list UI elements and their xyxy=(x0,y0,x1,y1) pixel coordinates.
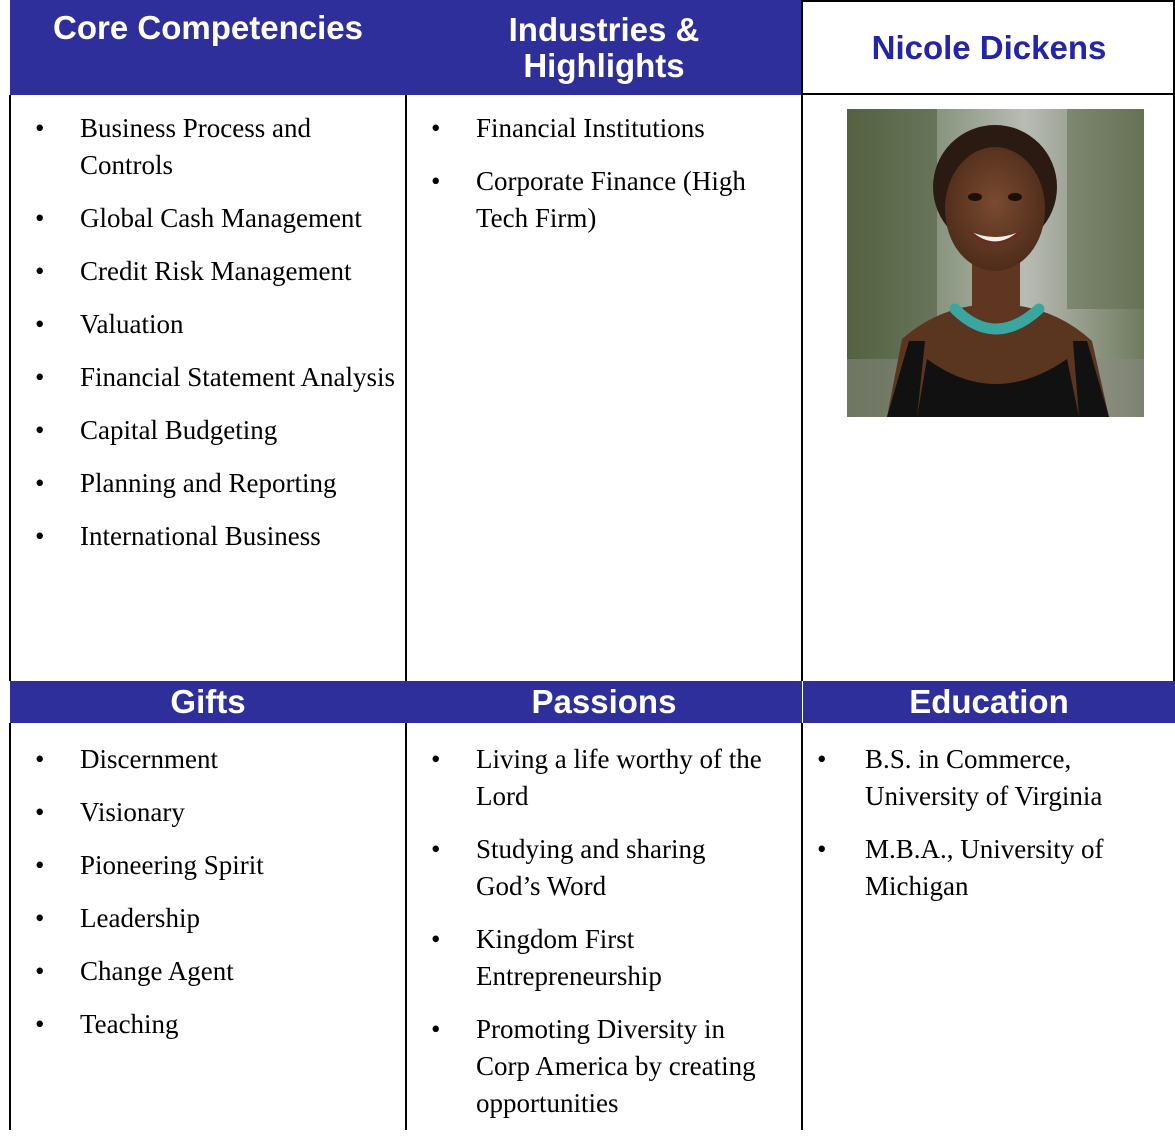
list-item: •Teaching xyxy=(10,1006,405,1043)
bullet-icon: • xyxy=(35,468,45,498)
list-item: •International Business xyxy=(10,518,405,555)
list-item: •Promoting Diversity in Corp America by … xyxy=(406,1011,801,1122)
bullet-icon: • xyxy=(431,113,441,143)
profile-photo xyxy=(847,109,1144,417)
education-list: •B.S. in Commerce, University of Virgini… xyxy=(803,741,1175,905)
list-item: •Valuation xyxy=(10,306,405,343)
passions-cell: •Living a life worthy of the Lord •Study… xyxy=(406,741,801,1138)
bullet-icon: • xyxy=(35,521,45,551)
header-education: Education xyxy=(803,681,1175,723)
header-industries-line2: Highlights xyxy=(523,46,685,84)
bullet-icon: • xyxy=(35,256,45,286)
list-item: •Planning and Reporting xyxy=(10,465,405,502)
list-item: •Visionary xyxy=(10,794,405,831)
portrait-image xyxy=(847,109,1144,417)
header-passions-label: Passions xyxy=(531,683,677,720)
divider-left-top xyxy=(9,95,11,681)
list-item: •Living a life worthy of the Lord xyxy=(406,741,801,815)
bullet-icon: • xyxy=(431,744,441,774)
industries-cell: •Financial Institutions •Corporate Finan… xyxy=(406,110,801,253)
header-divider xyxy=(803,93,1175,95)
education-cell: •B.S. in Commerce, University of Virgini… xyxy=(803,741,1175,921)
bullet-icon: • xyxy=(35,113,45,143)
list-item: •Pioneering Spirit xyxy=(10,847,405,884)
bullet-icon: • xyxy=(35,309,45,339)
header-gifts-label: Gifts xyxy=(170,683,246,720)
bullet-icon: • xyxy=(35,903,45,933)
bullet-icon: • xyxy=(35,1009,45,1039)
list-item: •Kingdom First Entrepreneurship xyxy=(406,921,801,995)
list-item: •Studying and sharing God’s Word xyxy=(406,831,801,905)
passions-list: •Living a life worthy of the Lord •Study… xyxy=(406,741,801,1122)
list-item: •Leadership xyxy=(10,900,405,937)
bullet-icon: • xyxy=(431,1014,441,1044)
list-item: •Credit Risk Management xyxy=(10,253,405,290)
core-competencies-cell: •Business Process and Controls •Global C… xyxy=(10,110,405,571)
list-item: •Financial Statement Analysis xyxy=(10,359,405,396)
divider-left-bottom xyxy=(9,723,11,1130)
bullet-icon: • xyxy=(35,797,45,827)
gifts-cell: •Discernment •Visionary •Pioneering Spir… xyxy=(10,741,405,1059)
divider-mid2-bottom xyxy=(801,723,803,1130)
header-passions: Passions xyxy=(406,681,802,723)
gifts-list: •Discernment •Visionary •Pioneering Spir… xyxy=(10,741,405,1043)
list-item: •B.S. in Commerce, University of Virgini… xyxy=(803,741,1175,815)
list-item: •Financial Institutions xyxy=(406,110,801,147)
header-core-competencies: Core Competencies xyxy=(10,0,406,55)
header-core-fill xyxy=(10,55,406,95)
list-item: •Change Agent xyxy=(10,953,405,990)
header-core-label: Core Competencies xyxy=(53,8,363,46)
bullet-icon: • xyxy=(35,744,45,774)
divider-mid1-bottom xyxy=(405,723,407,1130)
bullet-icon: • xyxy=(35,415,45,445)
list-item: •Capital Budgeting xyxy=(10,412,405,449)
list-item: •Discernment xyxy=(10,741,405,778)
top-border xyxy=(803,0,1175,2)
bullet-icon: • xyxy=(431,166,441,196)
bullet-icon: • xyxy=(431,924,441,954)
divider-mid1-top xyxy=(405,95,407,681)
header-industries: Industries & Highlights xyxy=(406,0,802,95)
divider-right-top xyxy=(1173,0,1175,681)
list-item: •Global Cash Management xyxy=(10,200,405,237)
divider-mid2-top xyxy=(801,0,803,681)
header-industries-line1: Industries & xyxy=(508,10,700,48)
list-item: •M.B.A., University of Michigan xyxy=(803,831,1175,905)
header-name: Nicole Dickens xyxy=(803,0,1175,95)
list-item: •Business Process and Controls xyxy=(10,110,405,184)
bullet-icon: • xyxy=(35,956,45,986)
person-name: Nicole Dickens xyxy=(871,28,1107,66)
bullet-icon: • xyxy=(817,834,827,864)
bullet-icon: • xyxy=(35,362,45,392)
list-item: •Corporate Finance (High Tech Firm) xyxy=(406,163,801,237)
bullet-icon: • xyxy=(431,834,441,864)
header-education-label: Education xyxy=(909,683,1069,720)
header-gifts: Gifts xyxy=(10,681,406,723)
bullet-icon: • xyxy=(35,850,45,880)
core-competencies-list: •Business Process and Controls •Global C… xyxy=(10,110,405,555)
bullet-icon: • xyxy=(35,203,45,233)
bullet-icon: • xyxy=(817,744,827,774)
industries-list: •Financial Institutions •Corporate Finan… xyxy=(406,110,801,237)
